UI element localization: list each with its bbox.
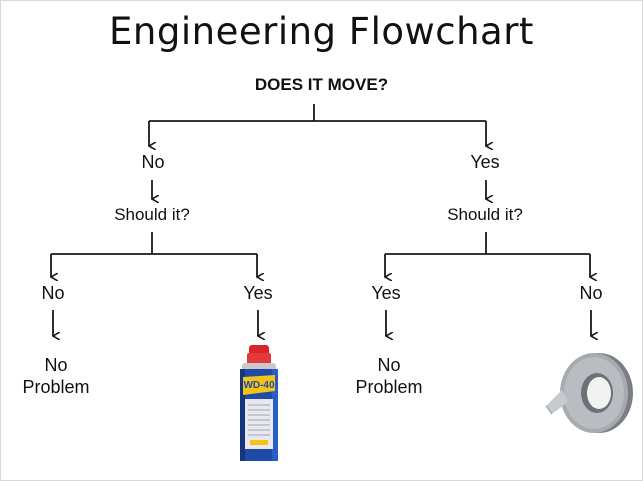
right-yes-label: Yes [470,152,500,172]
outcome-line-2: Problem [22,377,90,397]
left-no-sub-label: No [41,283,65,303]
left-yes-sub-label: Yes [243,283,273,303]
can-text: WD-40 [243,380,275,391]
outcome-line-2: Problem [355,377,423,397]
right-no-sub-label: No [579,283,603,303]
outcome-line-1: No [377,355,401,375]
outcome-line-1: No [44,355,68,375]
right-should-it-label: Should it? [447,205,523,224]
duct-tape-image [545,353,633,433]
root-question: DOES IT MOVE? [254,75,389,94]
right-no-problem: No Problem [341,354,437,398]
right-yes-sub-label: Yes [371,283,401,303]
left-no-problem: No Problem [8,354,104,398]
left-no-label: No [141,152,165,172]
wd40-can-image: WD-40 [240,345,278,461]
left-should-it-label: Should it? [114,205,190,224]
flowchart-title: Engineering Flowchart [109,10,534,53]
